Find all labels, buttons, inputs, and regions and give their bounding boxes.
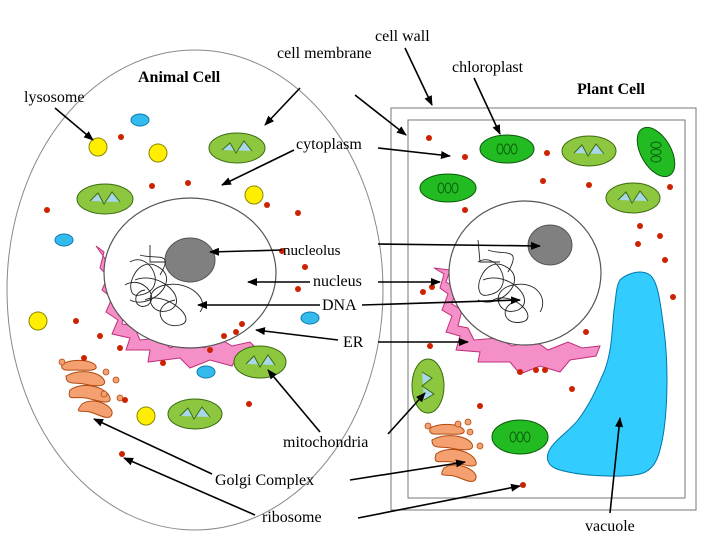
label-vacuole: vacuole	[585, 518, 635, 535]
label-arrows	[54, 47, 624, 519]
label-er: ER	[343, 334, 364, 351]
label-dna: DNA	[322, 297, 357, 314]
label-cell-membrane: cell membrane	[277, 45, 372, 62]
plant-nucleus	[448, 200, 602, 346]
animal-ribosomes	[44, 134, 308, 457]
plant-golgi	[429, 423, 477, 482]
plant-cell-title: Plant Cell	[577, 81, 646, 98]
label-cytoplasm: cytoplasm	[296, 136, 362, 153]
animal-golgi-vesicles	[58, 358, 124, 402]
plant-mitochondria	[411, 135, 661, 414]
label-chloroplast: chloroplast	[452, 59, 524, 76]
animal-nucleolus	[164, 237, 216, 283]
plant-vacuole	[547, 271, 668, 477]
label-ribosome: ribosome	[262, 509, 322, 526]
label-lysosome: lysosome	[24, 89, 84, 106]
label-nucleolus: nucleolus	[283, 243, 341, 259]
animal-lysosomes	[28, 137, 264, 426]
animal-vesicles	[54, 113, 320, 379]
label-cell-wall: cell wall	[375, 28, 430, 45]
plant-ribosomes	[420, 135, 676, 488]
label-golgi-complex: Golgi Complex	[215, 472, 314, 489]
animal-dna	[124, 245, 203, 327]
label-nucleus: nucleus	[313, 273, 362, 290]
animal-golgi	[61, 359, 113, 418]
plant-golgi-vesicles	[424, 418, 484, 450]
animal-cell-title: Animal Cell	[138, 69, 221, 86]
plant-nucleolus	[527, 224, 573, 266]
plant-chloroplasts	[419, 126, 676, 455]
plant-er	[433, 267, 601, 375]
animal-mitochondria	[76, 132, 287, 430]
label-mitochondria: mitochondria	[283, 434, 368, 451]
